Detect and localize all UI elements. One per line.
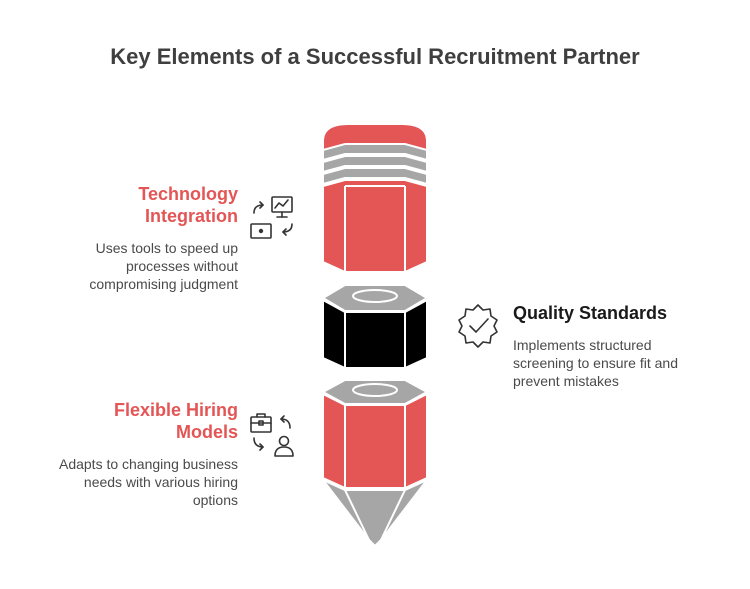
ferrule-band-1 <box>322 143 428 162</box>
flexible-hiring-heading: Flexible Hiring Models <box>113 400 238 442</box>
quality-standards-block: Quality Standards Implements structured … <box>513 302 733 390</box>
pencil-middle-segment <box>321 284 429 369</box>
technology-integration-block: Technology Integration Uses tools to spe… <box>40 183 238 293</box>
ferrule-band-2 <box>322 155 428 174</box>
briefcase-person-arrows-icon <box>250 413 294 457</box>
technology-integration-description: Uses tools to speed up processes without… <box>89 240 238 292</box>
monitor-with-arrows-icon <box>250 196 293 239</box>
pencil-tip <box>322 479 428 548</box>
technology-integration-heading: Technology Integration <box>138 184 238 226</box>
top-body <box>322 179 428 273</box>
middle-body <box>322 298 428 369</box>
bottom-cap-ring <box>352 383 398 397</box>
ferrule-band-3 <box>322 167 428 186</box>
pencil-top-segment <box>322 123 428 273</box>
quality-standards-heading: Quality Standards <box>513 303 668 323</box>
middle-cap-ring <box>352 289 398 303</box>
pencil-bottom-segment <box>320 379 430 548</box>
quality-standards-description: Implements structured screening to ensur… <box>513 337 678 389</box>
flexible-hiring-block: Flexible Hiring Models Adapts to changin… <box>40 399 238 509</box>
flexible-hiring-description: Adapts to changing business needs with v… <box>58 456 238 508</box>
badge-check-icon <box>458 304 498 348</box>
bottom-body <box>322 392 428 489</box>
page-title: Key Elements of a Successful Recruitment… <box>110 44 640 69</box>
